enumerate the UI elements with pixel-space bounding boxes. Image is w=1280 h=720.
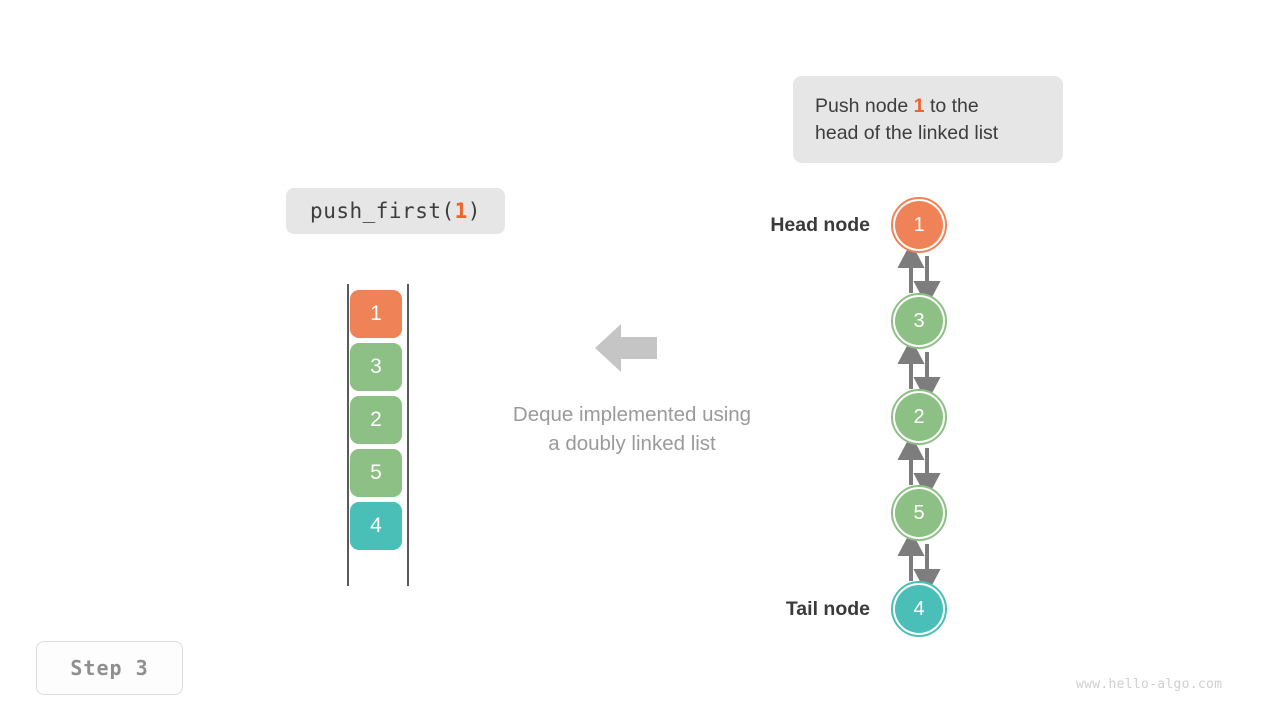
stack-rail-left [347,284,349,586]
step-badge: Step 3 [36,641,183,695]
stack-cell: 5 [350,449,402,497]
stack-cell: 1 [350,290,402,338]
stack-cell-value: 1 [370,302,382,325]
tail-node-label: Tail node [785,598,870,620]
stack-rail-right [407,284,409,586]
list-node: 2 [891,389,947,445]
list-node-value: 5 [913,501,925,524]
list-node: 5 [891,485,947,541]
linked-list-connectors [897,242,941,595]
list-node-value: 4 [913,597,925,620]
list-node-value: 1 [913,213,925,236]
list-node: 1 [891,197,947,253]
diagram-caption: Deque implemented using a doubly linked … [452,400,812,458]
stack-cell-value: 4 [370,514,382,537]
code-chip-argument: 1 [454,199,468,223]
linked-list: 1 3 2 5 4 Head node Tail node [740,180,1000,650]
callout-line-1-prefix: Push node [815,94,914,117]
list-node: 4 [891,581,947,637]
callout-box: Push node 1 to the head of the linked li… [793,76,1063,163]
list-node: 3 [891,293,947,349]
caption-line-2: a doubly linked list [548,432,716,455]
callout-line-1-suffix: to the [924,94,979,117]
stack-cell: 2 [350,396,402,444]
caption-line-1: Deque implemented using [512,403,752,426]
list-node-value: 3 [913,309,925,332]
callout-line-2: head of the linked list [815,121,999,144]
stack-cell-value: 2 [370,408,382,431]
stack-cell: 4 [350,502,402,550]
list-node-value: 2 [913,405,925,428]
code-chip-suffix: ) [467,199,481,223]
head-node-label: Head node [770,214,870,236]
callout-line-1: Push node 1 to the [815,93,1041,120]
stack-cell-value: 3 [370,355,382,378]
callout-accent-value: 1 [913,94,925,117]
watermark: www.hello-algo.com [1076,677,1223,692]
deque-stack: 1 3 2 5 4 [340,284,416,586]
code-operation-chip: push_first(1) [286,188,505,234]
stack-cell: 3 [350,343,402,391]
transform-arrow-left-icon [595,322,657,374]
code-chip-prefix: push_first( [310,199,455,223]
stack-cell-value: 5 [370,461,382,484]
